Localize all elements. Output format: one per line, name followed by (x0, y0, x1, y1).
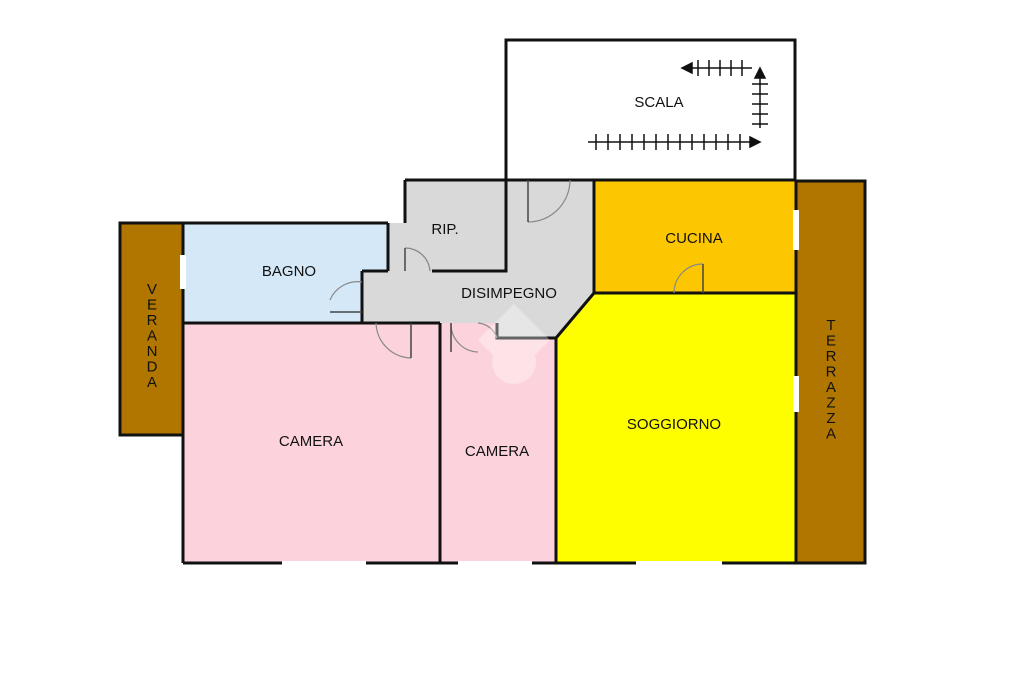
label-camera-left: CAMERA (279, 433, 343, 450)
room-bagno (183, 223, 388, 323)
windows (180, 210, 799, 565)
room-camera-left (183, 323, 440, 563)
room-disimpegno (362, 180, 594, 338)
label-disimpegno: DISIMPEGNO (461, 285, 557, 302)
label-cucina: CUCINA (665, 230, 723, 247)
room-soggiorno (556, 293, 796, 563)
label-rip: RIP. (431, 221, 458, 238)
room-veranda (120, 223, 183, 435)
label-scala: SCALA (634, 94, 683, 111)
label-soggiorno: SOGGIORNO (627, 416, 721, 433)
watermark-logo (478, 304, 550, 384)
staircase-arrows (588, 60, 768, 150)
label-camera-right: CAMERA (465, 443, 529, 460)
room-scala (506, 40, 795, 180)
room-cucina (594, 180, 796, 293)
label-bagno: BAGNO (262, 263, 316, 280)
room-camera-right (440, 323, 556, 563)
room-terrazza (796, 181, 865, 563)
doors (329, 179, 704, 359)
